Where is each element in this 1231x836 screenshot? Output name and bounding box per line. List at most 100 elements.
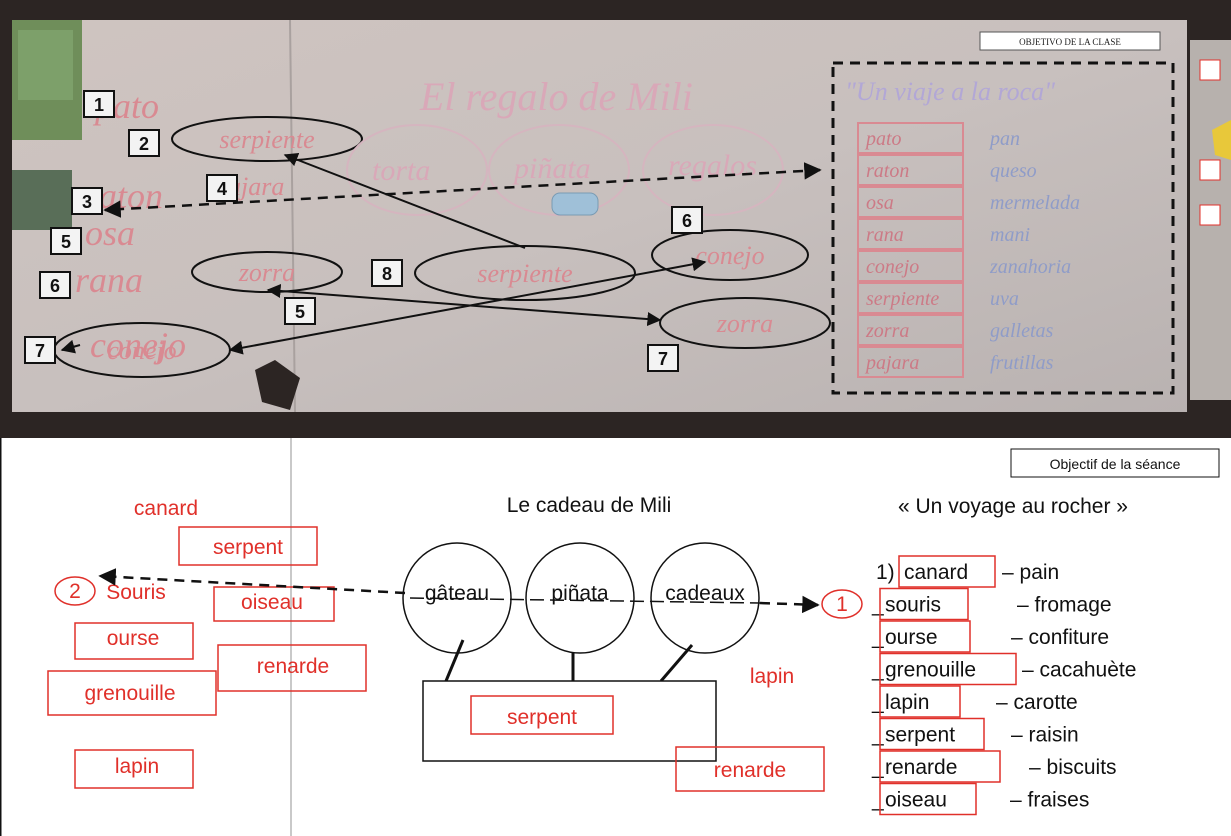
- list-animal: ourse: [885, 626, 938, 649]
- cake-box-word-box: [470, 695, 614, 735]
- photo-pair-box: [857, 122, 964, 154]
- animal-food-list: 1)canard– pain_souris– fromage_ourse– co…: [871, 555, 1136, 816]
- photo-pair-animal: pato: [864, 128, 902, 150]
- list-animal: serpent: [885, 724, 955, 747]
- photo-pair-box: [857, 346, 964, 378]
- photo-arrow: [228, 257, 707, 355]
- photo-arrows: [60, 153, 822, 355]
- corner-tag-text: OBJETIVO DE LA CLASE: [1019, 37, 1121, 47]
- photo-pair-animal: conejo: [866, 256, 919, 278]
- list-food: – biscuits: [1029, 756, 1117, 779]
- photo-number-label: 7: [35, 341, 45, 361]
- photo-pair-box: [857, 186, 964, 218]
- photo-number-label: 6: [50, 276, 60, 296]
- cake-box-frame: [422, 680, 717, 762]
- photo-number-box: [83, 90, 115, 118]
- list-blank: _: [871, 724, 884, 747]
- photo-pair-food: queso: [990, 160, 1037, 182]
- list-animal: grenouille: [885, 659, 976, 682]
- photo-number-box: [24, 336, 56, 364]
- list-animal-box: [879, 652, 1017, 686]
- photo-arrow: [60, 339, 81, 354]
- dashed-strike-line: [409, 597, 761, 604]
- circle-mark: [821, 589, 863, 619]
- photo-number-box: [39, 271, 71, 299]
- photo-oval: [171, 116, 363, 162]
- oval-connector: [444, 639, 465, 682]
- list-food: – pain: [1002, 561, 1059, 584]
- cake-box-word: serpent: [507, 706, 577, 729]
- classroom-board-photo: OBJETIVO DE LA CLASE El regalo de Mili p…: [0, 0, 1231, 438]
- loose-right-words: lapin renarde: [675, 665, 825, 792]
- photo-oval-word: serpiente: [219, 125, 314, 154]
- photo-number-label: 3: [82, 192, 92, 212]
- list-animal-box: [879, 620, 971, 653]
- photo-pair-animal: pajara: [864, 352, 919, 374]
- left-animal-box: [47, 670, 217, 716]
- photo-left-word: conejo: [90, 325, 186, 365]
- oval-connector: [659, 644, 694, 682]
- photo-number-box: [128, 129, 160, 157]
- photo-left-word: osa: [85, 213, 135, 253]
- cake-box: serpent: [422, 680, 717, 762]
- photo-oval-word: zorra: [716, 309, 773, 338]
- list-animal: oiseau: [885, 789, 947, 812]
- photo-pair-box: [857, 282, 964, 314]
- left-animal: Souris: [106, 581, 166, 604]
- loose-word-lapin: lapin: [750, 665, 794, 688]
- list-food: – carotte: [996, 691, 1078, 714]
- photo-pair-food: galletas: [990, 320, 1054, 342]
- photo-pinata-drawing: [551, 192, 599, 216]
- objective-label: Objectif de la séance: [1050, 456, 1181, 472]
- photo-box-title: "Un viaje a la roca": [845, 77, 1055, 106]
- list-food: – fraises: [1010, 789, 1089, 812]
- left-animal: grenouille: [84, 682, 175, 705]
- photo-number-label: 2: [139, 134, 149, 154]
- photo-number-label: 7: [658, 349, 668, 369]
- photo-pair-box: [857, 154, 964, 186]
- photo-dashed-arrow: [103, 162, 822, 218]
- photo-pair-animal: osa: [866, 192, 894, 214]
- left-animal: ourse: [107, 627, 160, 650]
- list-animal-box: [879, 587, 969, 621]
- photo-pair-animal: zorra: [865, 320, 909, 342]
- list-blank: _: [871, 789, 884, 812]
- list-blank: _: [871, 626, 884, 649]
- list-animal-box: [879, 685, 961, 718]
- list-animal: souris: [885, 594, 941, 617]
- left-animal-box: [74, 622, 194, 660]
- photo-pair-food: uva: [990, 288, 1019, 310]
- circle-mark-label: 2: [69, 580, 81, 603]
- photo-pair-box: [857, 314, 964, 346]
- photo-oval: [651, 229, 809, 281]
- cake-oval-label: cadeaux: [665, 582, 745, 605]
- photo-number-label: 6: [682, 211, 692, 231]
- cake-oval-label: piñata: [551, 582, 609, 605]
- list-animal-box: [879, 750, 1001, 783]
- diagram-arrows: [98, 568, 820, 614]
- photo-pair-food: zanahoria: [989, 256, 1071, 278]
- photo-oval-word: conejo: [107, 336, 176, 365]
- list-animal: canard: [904, 561, 968, 584]
- left-animal: canard: [134, 497, 198, 520]
- left-animal: serpent: [213, 536, 283, 559]
- photo-pair-box: [857, 218, 964, 250]
- loose-word-renarde: renarde: [714, 759, 786, 782]
- list-prefix: 1): [876, 561, 895, 584]
- list-blank: _: [871, 594, 884, 617]
- photo-pair-food: frutillas: [990, 352, 1054, 374]
- left-animal: oiseau: [241, 591, 303, 614]
- left-animal-box: [217, 644, 367, 692]
- list-food: – raisin: [1011, 724, 1079, 747]
- left-animal-box: [213, 586, 335, 622]
- left-animal-box: [74, 749, 194, 789]
- cake-oval: [650, 542, 760, 654]
- photo-dashed-box-frame: [831, 61, 1175, 395]
- photo-cake-word: torta: [372, 154, 430, 187]
- photo-title: El regalo de Mili: [419, 74, 693, 119]
- left-animal: lapin: [115, 755, 159, 778]
- list-animal: lapin: [885, 691, 929, 714]
- photo-oval-word: serpiente: [477, 259, 572, 288]
